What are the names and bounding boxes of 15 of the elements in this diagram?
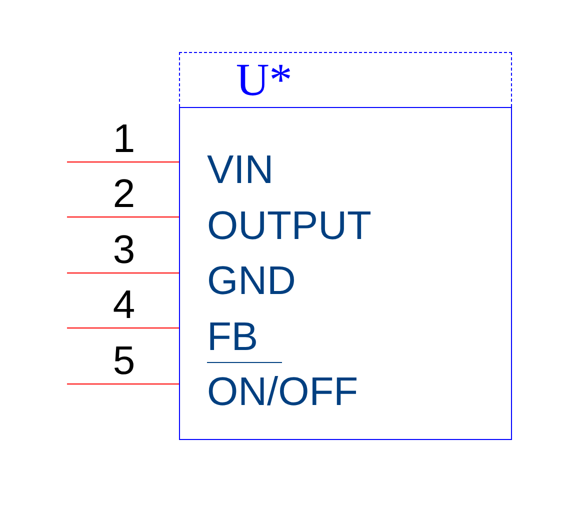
pin-name: FB	[207, 316, 258, 356]
pin-number: 5	[112, 341, 136, 381]
pin-name: OUTPUT	[207, 206, 372, 246]
pin-line	[66, 216, 180, 218]
pin-name: ON/OFF	[207, 372, 358, 412]
pin-number: 2	[112, 174, 136, 214]
pin-number: 4	[112, 285, 136, 325]
reference-designator: U*	[236, 57, 292, 103]
component-body	[179, 107, 512, 440]
pin-number: 3	[112, 230, 136, 270]
reference-field	[179, 52, 512, 107]
pin-name: GND	[207, 261, 296, 301]
pin-name: VIN	[207, 150, 274, 190]
pin-number: 1	[112, 119, 136, 159]
pin-line	[66, 272, 180, 274]
